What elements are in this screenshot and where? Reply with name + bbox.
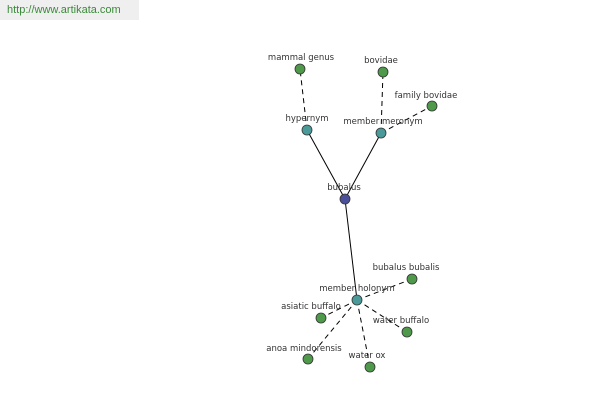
node-member-meronym[interactable] [375,127,387,139]
edge-member-holonym-water-buffalo [356,299,408,333]
label-hypernym: hypernym [285,114,328,124]
node-member-holonym[interactable] [351,294,363,306]
node-bubalus-bubalis[interactable] [406,273,418,285]
node-hypernym[interactable] [301,124,313,136]
node-bubalus[interactable] [339,193,351,205]
labels: bubalus hypernym member meronym member h… [266,53,457,361]
label-asiatic-buffalo: asiatic buffalo [281,302,341,312]
label-member-meronym: member meronym [343,117,422,127]
node-water-buffalo[interactable] [401,326,413,338]
edge-member-meronym-bovidae [380,71,384,134]
node-anoa-mindorensis[interactable] [302,353,314,365]
label-water-buffalo: water buffalo [373,316,429,326]
edges [299,68,433,368]
edge-bubalus-hypernym [306,129,346,200]
label-bubalus-bubalis: bubalus bubalis [373,263,440,273]
node-family-bovidae[interactable] [426,100,438,112]
label-water-ox: water ox [349,351,386,361]
source-link[interactable]: http://www.artikata.com [7,4,121,16]
edge-bubalus-member-meronym [344,132,382,200]
edge-member-holonym-bubalus-bubalis [356,278,413,301]
source-banner: http://www.artikata.com [0,0,139,20]
node-asiatic-buffalo[interactable] [315,312,327,324]
label-member-holonym: member holonym [319,284,394,294]
nodes [294,63,438,373]
edge-bubalus-member-holonym [344,198,358,301]
label-anoa-mindorensis: anoa mindorensis [266,344,342,354]
label-family-bovidae: family bovidae [395,91,458,101]
edge-hypernym-mammal-genus [299,68,308,131]
edge-member-meronym-family-bovidae [380,105,433,134]
node-bovidae[interactable] [377,66,389,78]
node-mammal-genus[interactable] [294,63,306,75]
node-water-ox[interactable] [364,361,376,373]
edge-member-holonym-water-ox [356,299,371,368]
edge-member-holonym-anoa-mindorensis [307,299,358,360]
label-mammal-genus: mammal genus [268,53,335,63]
label-bovidae: bovidae [364,56,398,66]
edge-member-holonym-asiatic-buffalo [320,299,358,319]
label-bubalus: bubalus [327,183,361,193]
